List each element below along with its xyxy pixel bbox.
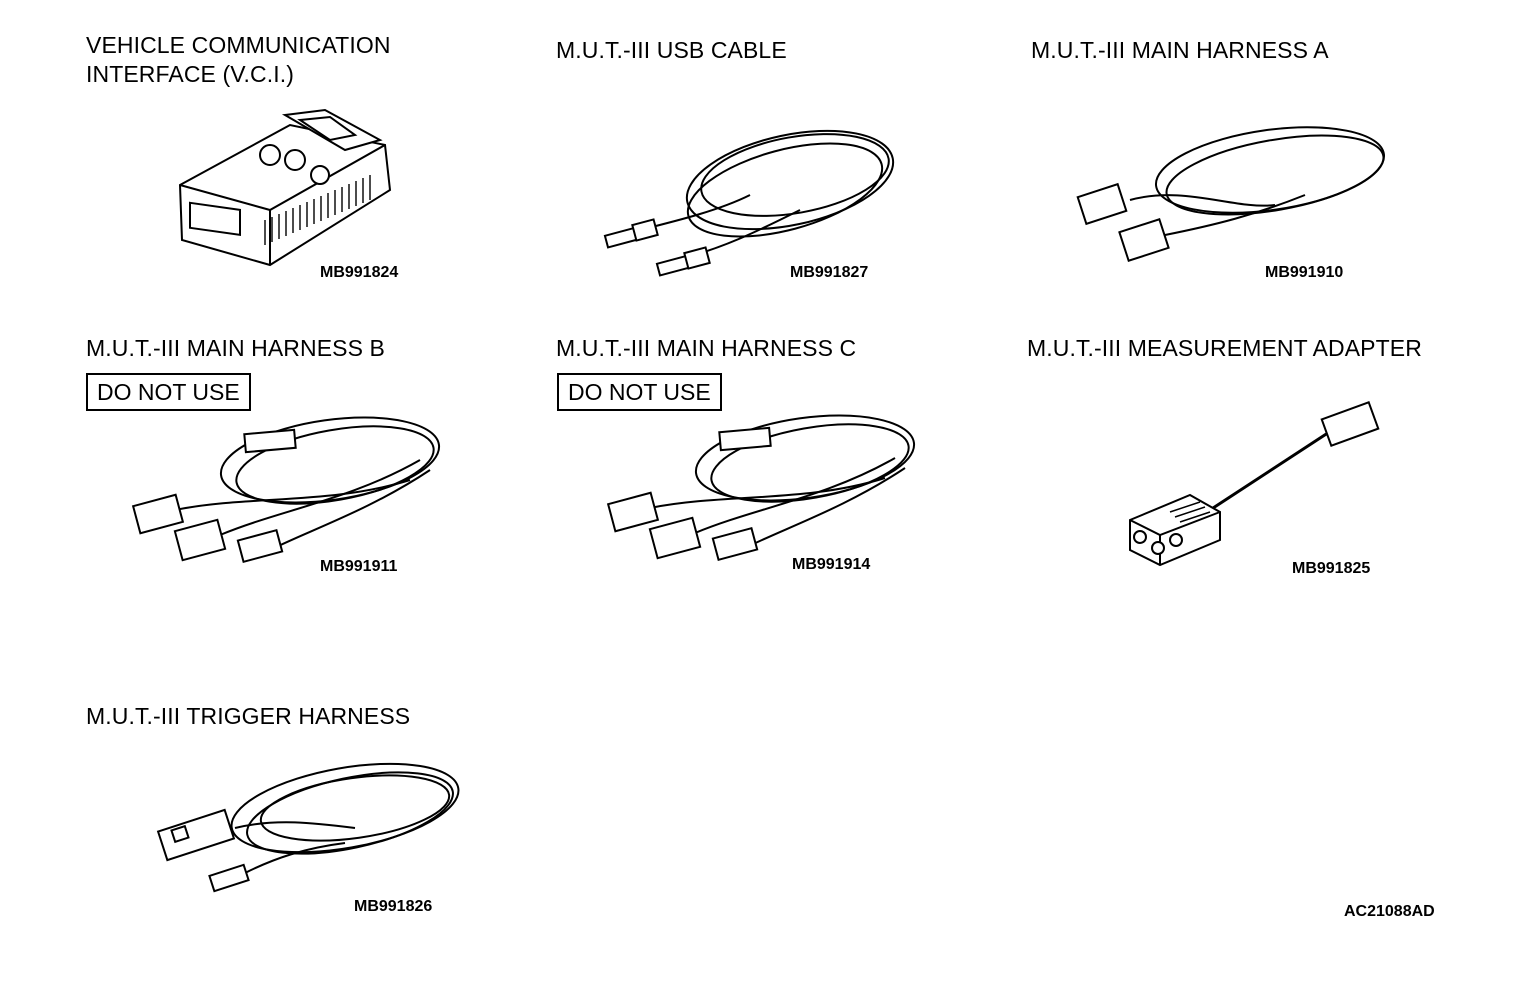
main-harness-c-illustration [605, 400, 925, 570]
main-harness-a-illustration [1075, 115, 1395, 275]
vci-part-number: MB991824 [320, 264, 399, 281]
vci-title: VEHICLE COMMUNICATION INTERFACE (V.C.I.) [86, 32, 391, 87]
vci-device-illustration [170, 105, 400, 275]
measurement-adapter-part-number: MB991825 [1292, 560, 1371, 577]
trigger-harness-part-number: MB991826 [354, 898, 433, 915]
measurement-adapter-illustration [1120, 400, 1400, 570]
trigger-harness-illustration [155, 748, 475, 908]
measurement-adapter-title: M.U.T.-III MEASUREMENT ADAPTER [1027, 335, 1422, 361]
main-harness-a-part-number: MB991910 [1265, 264, 1344, 281]
main-harness-a-title: M.U.T.-III MAIN HARNESS A [1031, 37, 1329, 63]
main-harness-b-illustration [130, 400, 450, 570]
usb-cable-illustration [600, 110, 900, 280]
usb-cable-part-number: MB991827 [790, 264, 869, 281]
main-harness-b-title: M.U.T.-III MAIN HARNESS B [86, 335, 385, 361]
main-harness-c-do-not-use-badge: DO NOT USE [557, 373, 722, 411]
main-harness-c-part-number: MB991914 [792, 556, 871, 573]
main-harness-c-title: M.U.T.-III MAIN HARNESS C [556, 335, 857, 361]
main-harness-b-do-not-use-badge: DO NOT USE [86, 373, 251, 411]
main-harness-b-part-number: MB991911 [320, 558, 398, 575]
usb-cable-title: M.U.T.-III USB CABLE [556, 37, 787, 63]
trigger-harness-title: M.U.T.-III TRIGGER HARNESS [86, 703, 411, 729]
figure-reference: AC21088AD [1344, 903, 1435, 920]
